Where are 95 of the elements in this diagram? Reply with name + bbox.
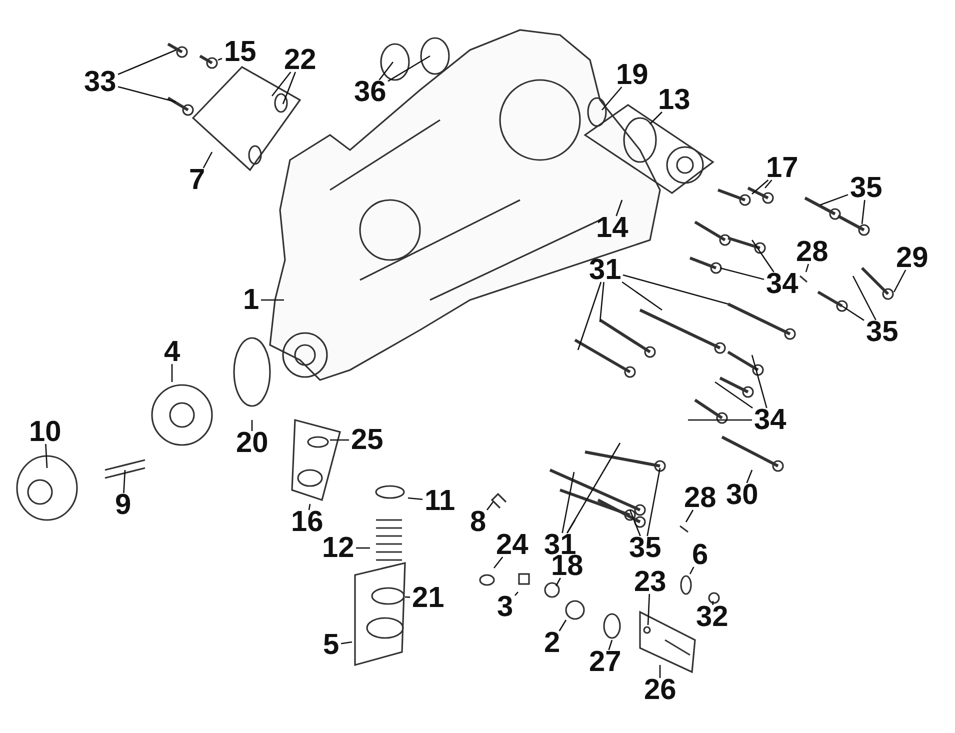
leader-line	[330, 439, 349, 441]
leader-line	[558, 620, 567, 632]
leader-line	[555, 578, 561, 586]
leader-line	[752, 180, 769, 194]
leader-line	[340, 641, 352, 644]
leader-line	[751, 240, 774, 272]
leader-line	[616, 200, 623, 216]
leader-line	[566, 442, 621, 534]
leader-line	[608, 640, 613, 650]
callout-number: 28	[796, 238, 828, 266]
leader-line	[602, 86, 622, 110]
leader-line	[659, 665, 661, 678]
callout-number: 22	[284, 46, 316, 74]
callout-number: 26	[644, 676, 676, 704]
leader-line	[408, 497, 423, 500]
leader-line	[861, 200, 866, 224]
callout-number: 34	[766, 270, 798, 298]
leader-line	[45, 444, 48, 468]
callout-number: 15	[224, 38, 256, 66]
callout-number: 33	[84, 68, 116, 96]
callout-number: 19	[616, 61, 648, 89]
callout-number: 29	[896, 244, 928, 272]
callout-number: 25	[351, 426, 384, 454]
callout-number: 11	[424, 487, 456, 515]
leader-line	[647, 594, 650, 626]
callout-number: 36	[354, 78, 386, 106]
leader-line	[893, 270, 906, 292]
callout-number: 21	[412, 584, 444, 612]
leader-line	[577, 282, 602, 350]
leader-line	[356, 547, 370, 549]
leader-line	[646, 468, 661, 536]
leader-line	[202, 152, 213, 168]
leader-line	[388, 55, 430, 82]
leader-line	[805, 264, 810, 272]
leader-line	[171, 364, 173, 382]
leader-line	[378, 62, 394, 80]
callout-number: 10	[29, 418, 62, 446]
leader-line	[562, 472, 575, 534]
callout-number: 24	[496, 531, 528, 559]
leader-line	[118, 86, 176, 103]
leader-line	[746, 470, 753, 484]
leader-line	[123, 470, 126, 494]
leader-line	[622, 274, 728, 305]
leader-line	[720, 267, 764, 280]
leader-line	[820, 194, 848, 206]
leader-line	[622, 281, 662, 311]
leader-line	[308, 504, 311, 510]
callout-number: 4	[164, 338, 180, 366]
leader-line	[486, 502, 494, 510]
callout-number: 28	[684, 484, 716, 512]
leader-line	[842, 305, 864, 321]
callout-number: 20	[236, 429, 268, 457]
callout-number: 6	[692, 541, 708, 569]
callout-number: 2	[544, 629, 560, 657]
leader-line	[566, 520, 576, 534]
leader-line	[261, 299, 284, 301]
callout-number: 27	[589, 648, 622, 676]
callout-number: 5	[323, 631, 340, 659]
leader-line	[689, 566, 694, 574]
leader-line	[751, 354, 768, 408]
leader-line	[599, 282, 604, 322]
callout-number: 13	[658, 86, 690, 114]
leader-line	[493, 556, 504, 568]
leader-line	[688, 419, 752, 421]
callout-number: 12	[322, 534, 354, 562]
callout-number: 14	[596, 214, 628, 242]
leader-line	[852, 276, 876, 320]
leader-line	[629, 510, 641, 536]
leader-line	[118, 49, 176, 75]
leader-line	[714, 381, 753, 409]
callout-number: 31	[589, 256, 622, 284]
callout-number: 35	[629, 534, 662, 562]
callout-number: 1	[243, 286, 260, 314]
callout-number: 7	[189, 166, 206, 194]
callout-number: 8	[470, 508, 486, 536]
callout-number: 16	[291, 508, 324, 536]
leader-line	[251, 420, 253, 431]
leader-line	[271, 72, 292, 96]
leader-line	[712, 600, 714, 606]
callout-number: 35	[866, 318, 898, 346]
leader-line	[218, 58, 222, 61]
leader-line	[764, 180, 772, 188]
callout-number: 32	[696, 603, 728, 631]
callout-number: 17	[766, 154, 798, 182]
callout-number: 3	[497, 593, 514, 621]
callout-number: 30	[726, 481, 758, 509]
callout-number: 9	[115, 491, 132, 519]
callout-number: 23	[634, 568, 666, 596]
leader-line	[514, 592, 518, 596]
leader-line	[282, 72, 296, 104]
leader-line	[685, 510, 694, 522]
leader-line	[650, 112, 662, 124]
callout-number: 35	[850, 174, 882, 202]
callout-number: 34	[754, 406, 786, 434]
leader-line	[404, 596, 410, 598]
